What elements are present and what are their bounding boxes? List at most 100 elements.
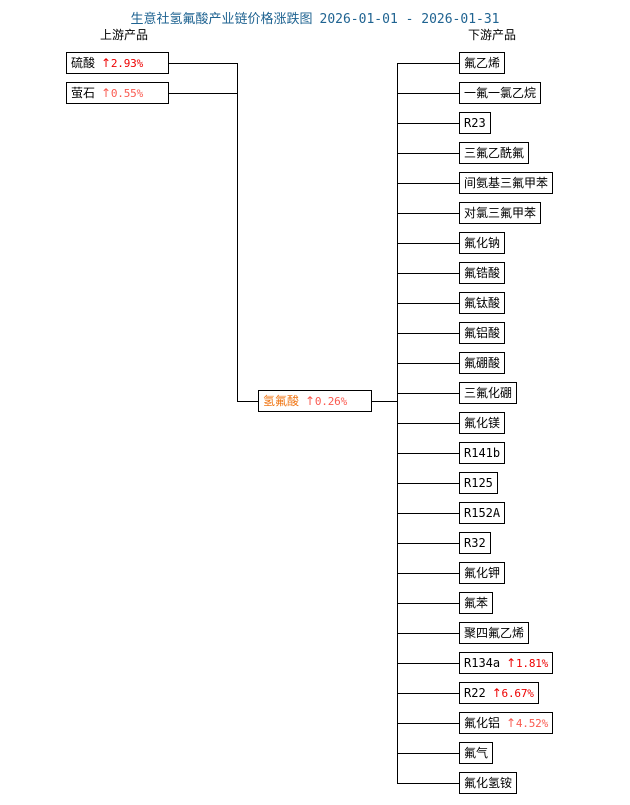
product-name: 氟气 (464, 746, 489, 760)
arrow-up-icon: ↑ (506, 716, 516, 730)
product-name: 对氯三氟甲苯 (464, 206, 537, 220)
connector-line-horizontal (397, 243, 459, 244)
upstream-column-header: 上游产品 (100, 28, 149, 42)
product-name: R125 (464, 476, 493, 490)
downstream-node-9[interactable]: 氟钛酸 (459, 292, 506, 314)
downstream-node-20[interactable]: 聚四氟乙烯 (459, 622, 530, 644)
downstream-node-22[interactable]: R22 ↑6.67% (459, 682, 539, 704)
connector-line-horizontal (397, 123, 459, 124)
connector-line-horizontal (397, 783, 459, 784)
product-name: R134a (464, 656, 501, 670)
price-change: ↑0.55% (101, 86, 143, 100)
product-name: 氟化钠 (464, 236, 501, 250)
downstream-node-17[interactable]: R32 (459, 532, 491, 554)
product-name: 氟化氢铵 (464, 776, 513, 790)
connector-line-horizontal (397, 93, 459, 94)
connector-line-horizontal (397, 723, 459, 724)
connector-line-horizontal (397, 393, 459, 394)
connector-line-horizontal (397, 333, 459, 334)
downstream-node-2[interactable]: 一氟一氯乙烷 (459, 82, 542, 104)
downstream-node-25[interactable]: 氟化氢铵 (459, 772, 518, 794)
product-name: 硫酸 (71, 56, 96, 70)
downstream-node-6[interactable]: 对氯三氟甲苯 (459, 202, 542, 224)
connector-line-horizontal (397, 483, 459, 484)
upstream-node-1[interactable]: 硫酸 ↑2.93% (66, 52, 169, 74)
product-name: 氟化钾 (464, 566, 501, 580)
product-name: 一氟一氯乙烷 (464, 86, 537, 100)
product-name: R32 (464, 536, 486, 550)
connector-line-horizontal (397, 753, 459, 754)
arrow-up-icon: ↑ (491, 686, 502, 700)
connector-line-horizontal (397, 423, 459, 424)
connector-line-horizontal (169, 63, 237, 64)
downstream-node-21[interactable]: R134a ↑1.81% (459, 652, 554, 674)
hub-node-hydrofluoric-acid[interactable]: 氢氟酸 ↑0.26% (258, 390, 372, 412)
price-change: ↑1.81% (506, 656, 549, 670)
connector-line-horizontal (372, 401, 397, 402)
downstream-node-13[interactable]: 氟化镁 (459, 412, 506, 434)
product-name: 萤石 (71, 86, 96, 100)
chart-title-text: 生意社氢氟酸产业链价格涨跌图 (130, 12, 313, 27)
downstream-node-10[interactable]: 氟铝酸 (459, 322, 506, 344)
product-name: 三氟化硼 (464, 386, 513, 400)
connector-line-horizontal (397, 633, 459, 634)
downstream-node-8[interactable]: 氟锆酸 (459, 262, 506, 284)
downstream-node-14[interactable]: R141b (459, 442, 506, 464)
connector-line-horizontal (397, 693, 459, 694)
connector-line-vertical (397, 63, 398, 783)
connector-line-horizontal (397, 63, 459, 64)
connector-line-horizontal (397, 363, 459, 364)
product-name: R23 (464, 116, 486, 130)
downstream-node-12[interactable]: 三氟化硼 (459, 382, 518, 404)
connector-line-horizontal (397, 153, 459, 154)
price-change: ↑0.26% (305, 394, 347, 408)
downstream-node-16[interactable]: R152A (459, 502, 506, 524)
downstream-node-1[interactable]: 氟乙烯 (459, 52, 506, 74)
connector-line-vertical (237, 63, 238, 401)
price-change: ↑6.67% (491, 686, 534, 700)
arrow-up-icon: ↑ (101, 56, 111, 70)
downstream-node-23[interactable]: 氟化铝 ↑4.52% (459, 712, 553, 734)
product-name: 三氟乙酰氟 (464, 146, 525, 160)
product-name: 氟钛酸 (464, 296, 501, 310)
downstream-node-24[interactable]: 氟气 (459, 742, 494, 764)
product-name: 氟硼酸 (464, 356, 501, 370)
connector-line-horizontal (397, 183, 459, 184)
product-name: R22 (464, 686, 486, 700)
downstream-node-19[interactable]: 氟苯 (459, 592, 494, 614)
chart-title: 生意社氢氟酸产业链价格涨跌图 2026-01-01 - 2026-01-31 (0, 8, 630, 27)
connector-line-horizontal (397, 543, 459, 544)
downstream-column-header: 下游产品 (468, 28, 517, 42)
connector-line-horizontal (397, 603, 459, 604)
product-name: 氟铝酸 (464, 326, 501, 340)
downstream-node-4[interactable]: 三氟乙酰氟 (459, 142, 530, 164)
upstream-node-2[interactable]: 萤石 ↑0.55% (66, 82, 169, 104)
connector-line-horizontal (397, 453, 459, 454)
connector-line-horizontal (397, 273, 459, 274)
arrow-up-icon: ↑ (506, 656, 516, 670)
arrow-up-icon: ↑ (305, 394, 315, 408)
connector-line-horizontal (169, 93, 237, 94)
product-name: 氟锆酸 (464, 266, 501, 280)
downstream-node-18[interactable]: 氟化钾 (459, 562, 506, 584)
product-name: 氟化铝 (464, 716, 501, 730)
connector-line-horizontal (397, 513, 459, 514)
product-name: 聚四氟乙烯 (464, 626, 525, 640)
product-name: R152A (464, 506, 501, 520)
connector-line-horizontal (397, 663, 459, 664)
downstream-node-7[interactable]: 氟化钠 (459, 232, 506, 254)
price-change: ↑4.52% (506, 716, 548, 730)
product-name: R141b (464, 446, 501, 460)
arrow-up-icon: ↑ (101, 86, 111, 100)
downstream-node-11[interactable]: 氟硼酸 (459, 352, 506, 374)
product-name: 氟苯 (464, 596, 489, 610)
connector-line-horizontal (397, 573, 459, 574)
downstream-node-3[interactable]: R23 (459, 112, 491, 134)
chart-date-range: 2026-01-01 - 2026-01-31 (319, 12, 500, 27)
downstream-node-5[interactable]: 间氨基三氟甲苯 (459, 172, 554, 194)
price-change: ↑2.93% (101, 56, 143, 70)
product-name: 氢氟酸 (263, 394, 300, 408)
downstream-node-15[interactable]: R125 (459, 472, 498, 494)
connector-line-horizontal (397, 303, 459, 304)
